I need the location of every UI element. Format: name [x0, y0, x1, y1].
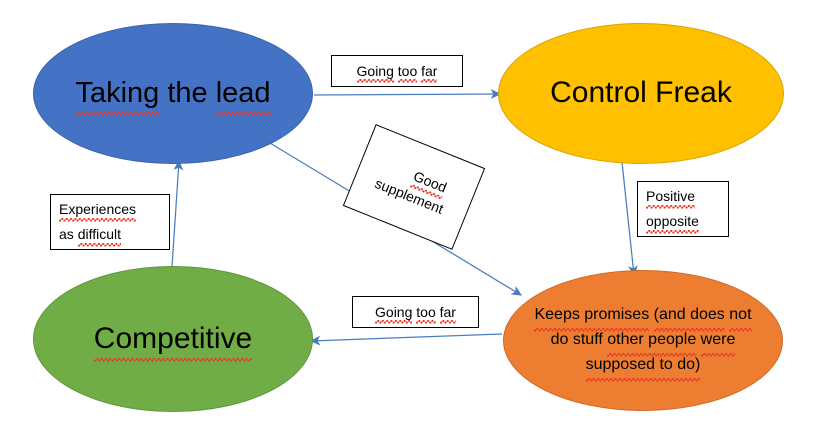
word-and-does: (and does	[653, 303, 725, 332]
node-control-freak-label: Control Freak	[550, 76, 732, 110]
edge-label-going-too-far-top-text: Going too far	[356, 62, 438, 84]
node-taking-the-lead-label: Taking the lead	[61, 75, 284, 117]
edge-label-going-too-far-top[interactable]: Going too far	[331, 55, 463, 87]
word-too: too	[416, 303, 437, 325]
word-keeps-promises: Keeps promises	[534, 303, 649, 332]
word-difficult: difficult	[77, 226, 122, 247]
word-other-people: other people	[607, 328, 696, 357]
word-far: far	[439, 303, 457, 325]
word-the: the	[167, 76, 208, 109]
node-keeps-promises-line-3: supposed to do)	[534, 353, 751, 382]
word-as: as	[59, 226, 74, 242]
word-opposite: opposite	[646, 213, 699, 234]
word-were: were	[700, 328, 735, 357]
node-keeps-promises-label: Keeps promises (and does not do stuff ot…	[520, 303, 765, 382]
word-taking: Taking	[75, 75, 159, 117]
node-keeps-promises-line-1: Keeps promises (and does not	[534, 303, 752, 332]
arrow-control-freak-to-keeps-promises	[621, 161, 638, 277]
arrow-taking-the-lead-to-control-freak	[313, 89, 502, 99]
node-keeps-promises[interactable]: Keeps promises (and does not do stuff ot…	[503, 270, 783, 411]
edge-label-going-too-far-bottom-text: Going too far	[375, 303, 457, 325]
word-competitive: Competitive	[93, 320, 253, 363]
node-competitive-label: Competitive	[80, 320, 266, 363]
edge-label-going-too-far-bottom[interactable]: Going too far	[352, 296, 479, 328]
node-competitive[interactable]: Competitive	[33, 266, 313, 412]
word-do-stuff: do stuff	[550, 331, 603, 349]
arrow-keeps-promises-to-competitive	[309, 333, 503, 346]
node-control-freak[interactable]: Control Freak	[498, 23, 784, 164]
word-going: Going	[356, 62, 395, 84]
word-far: far	[421, 62, 438, 84]
arrow-competitive-to-taking-the-lead	[171, 159, 184, 268]
word-positive: Positive	[646, 188, 696, 209]
edge-label-good-supplement[interactable]: Good supplement	[342, 124, 486, 250]
edge-label-experiences-line: Experiences	[59, 200, 137, 222]
edge-label-as-difficult-line: as difficult	[59, 225, 122, 247]
edge-label-experiences-as-difficult[interactable]: Experiences as difficult	[50, 194, 170, 250]
edge-label-opposite-line: opposite	[646, 212, 699, 234]
word-lead: lead	[215, 75, 271, 117]
space	[208, 77, 216, 109]
edge-label-positive-line: Positive	[646, 187, 696, 209]
node-keeps-promises-line-2: do stuff other people were	[534, 328, 751, 357]
word-supposed-to-do: supposed to do)	[585, 353, 700, 382]
word-going: Going	[375, 303, 413, 325]
word-not: not	[729, 303, 752, 332]
word-experiences: Experiences	[59, 201, 137, 222]
word-too: too	[397, 62, 418, 84]
edge-label-positive-opposite[interactable]: Positive opposite	[637, 181, 729, 237]
node-taking-the-lead[interactable]: Taking the lead	[33, 23, 313, 164]
